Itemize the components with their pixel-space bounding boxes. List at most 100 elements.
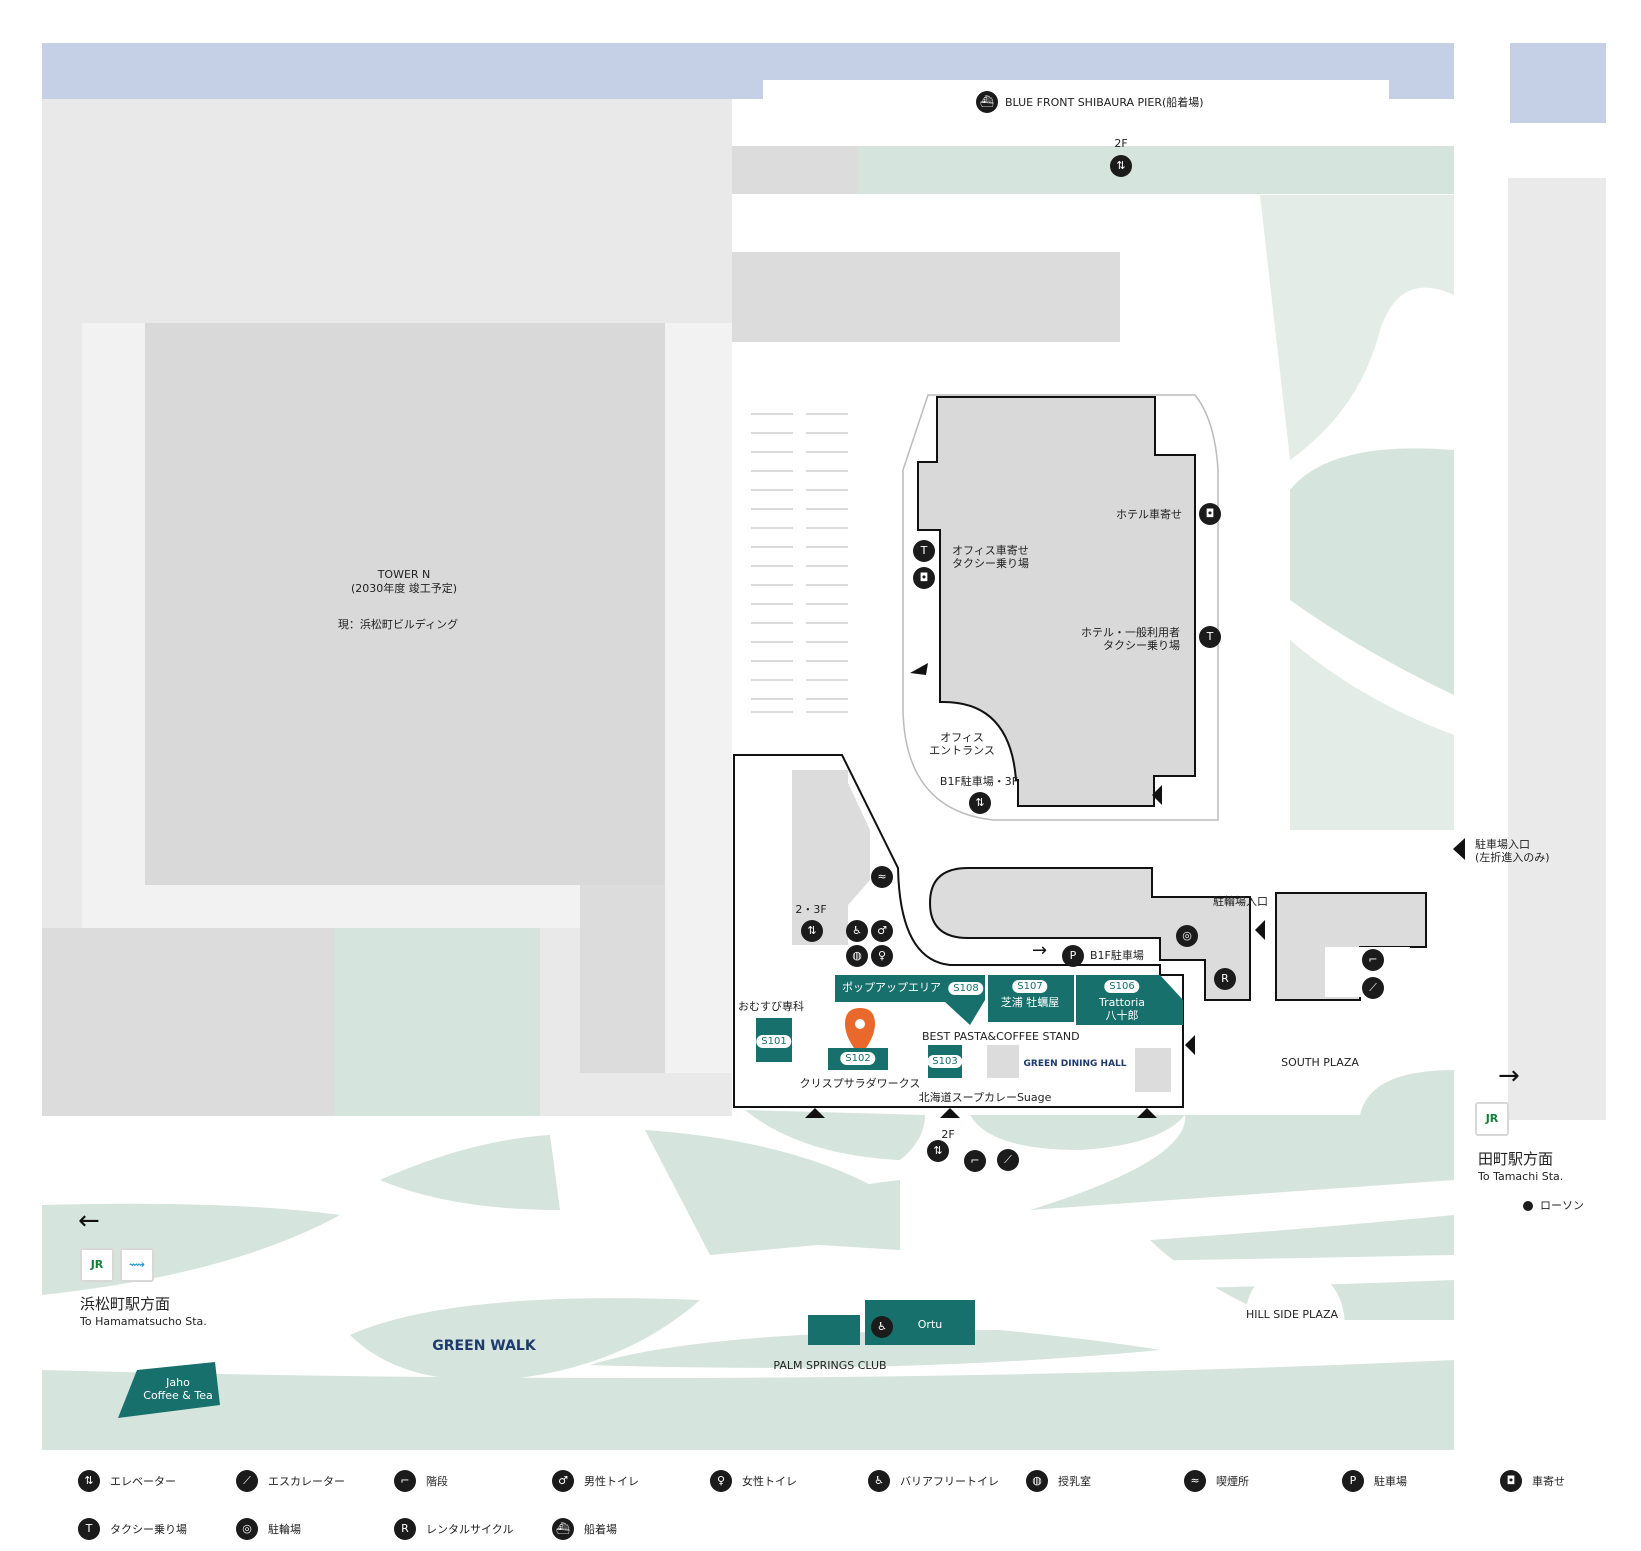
entrance-triangle <box>1185 1035 1195 1055</box>
bicycle-icon: ◎ <box>1176 925 1198 947</box>
jaho-label: Jaho <box>166 1376 190 1389</box>
accessible-toilet-icon: ♿ <box>871 1316 893 1338</box>
legend-item-male: ♂ 男性トイレ <box>552 1470 639 1492</box>
east-far-strip <box>1508 178 1606 1120</box>
female-toilet-icon: ♀ <box>710 1470 732 1492</box>
east-green-2 <box>1290 448 1454 695</box>
stairs-icon: ⌐ <box>964 1150 986 1172</box>
main-building <box>917 396 1196 807</box>
south-wedge <box>842 770 870 905</box>
boat-icon: ⛴ <box>976 91 998 113</box>
legend-label: 女性トイレ <box>742 1475 797 1488</box>
store-palm-springs <box>808 1315 860 1345</box>
walk-path-v2 <box>665 323 732 1073</box>
top-green-strip <box>858 146 1454 194</box>
legend-label: エレベーター <box>110 1475 176 1488</box>
walk-path-v <box>82 323 145 928</box>
car-icon: ◘ <box>1500 1470 1522 1492</box>
rental-cycle-icon: R <box>394 1518 416 1540</box>
male-toilet-icon: ♂ <box>552 1470 574 1492</box>
entrance-triangle <box>1453 838 1465 860</box>
office-entrance-label: オフィス <box>940 731 984 744</box>
s101-name: おむすび専科 <box>738 1000 804 1013</box>
accessible-toilet-icon: ♿ <box>846 920 868 942</box>
best-pasta-label: BEST PASTA&COFFEE STAND <box>922 1030 1080 1043</box>
tower-n-building <box>145 323 665 885</box>
office-entrance-label-2: エントランス <box>929 744 995 757</box>
escalator-icon: ⟋ <box>1362 977 1384 999</box>
elevator-icon: ⇅ <box>78 1470 100 1492</box>
legend-item-escalator: ⟋エスカレーター <box>236 1470 345 1492</box>
legend-label: バリアフリートイレ <box>900 1475 999 1488</box>
s106-label: S106 <box>1104 980 1140 993</box>
legend-item-smoking: ≈喫煙所 <box>1184 1470 1249 1492</box>
escalator-icon: ⟋ <box>236 1470 258 1492</box>
south-plaza-label: SOUTH PLAZA <box>1281 1056 1359 1069</box>
tower-n-current: 現：浜松町ビルディング <box>337 618 459 631</box>
taxi-icon: T <box>913 540 935 562</box>
floor-2f-top: 2F <box>1114 137 1128 150</box>
escalator-icon: ⟋ <box>997 1149 1019 1171</box>
top-gray-box <box>732 146 858 194</box>
green-walk-logo: GREEN WALK <box>432 1338 536 1354</box>
elevator-icon: ⇅ <box>1110 155 1132 177</box>
legend-label: 喫煙所 <box>1216 1475 1249 1488</box>
lawn-4 <box>42 1203 340 1295</box>
female-toilet-icon: ♀ <box>871 945 893 967</box>
palm-springs-label: PALM SPRINGS CLUB <box>773 1359 887 1372</box>
legend-item-car: ◘ 車寄せ <box>1500 1470 1565 1492</box>
location-pin <box>845 1008 875 1056</box>
rental-cycle-icon: R <box>1214 968 1236 990</box>
lawn-9 <box>42 1360 1454 1450</box>
right-strip-block <box>580 885 665 1073</box>
s108-label: S108 <box>948 982 984 995</box>
hill-side-plaza-shape <box>1244 1270 1345 1340</box>
s107-label: S107 <box>1012 980 1048 993</box>
legend-label: 男性トイレ <box>584 1475 639 1488</box>
floor-23f-label: 2・3F <box>795 903 827 916</box>
legend-item-rental: R レンタルサイクル <box>394 1518 513 1540</box>
legend-item-stairs: ⌐階段 <box>394 1470 448 1492</box>
elevator-icon: ⇅ <box>801 920 823 942</box>
south-complex-gray <box>792 770 848 945</box>
bike-entrance-label: 駐輪場入口 <box>1213 895 1268 908</box>
tower-n-green <box>335 928 540 1116</box>
legend-label: 車寄せ <box>1532 1475 1565 1488</box>
left-lower-block <box>42 928 335 1116</box>
gray-block-1 <box>987 1045 1019 1078</box>
b1f-parking-label: B1F駐車場 <box>1090 949 1144 962</box>
jr-badge-left: JR <box>80 1248 114 1282</box>
hotel-car-label: ホテル車寄せ <box>1116 508 1182 521</box>
hotel-taxi-label-2: タクシー乗り場 <box>1103 639 1180 652</box>
s103-name: 北海道スープカレーSuage <box>918 1091 1052 1104</box>
office-taxi-label: タクシー乗り場 <box>952 557 1029 570</box>
pier-label: BLUE FRONT SHIBAURA PIER(船着場) <box>1005 96 1204 109</box>
legend-label: レンタルサイクル <box>426 1523 514 1536</box>
s106-name-2: 八十郎 <box>1105 1009 1139 1022</box>
male-toilet-icon: ♂ <box>871 920 893 942</box>
stairs-icon: ⌐ <box>394 1470 416 1492</box>
east-road <box>1454 43 1510 1451</box>
popup-label: ポップアップエリア <box>842 981 941 994</box>
monorail-badge: ⟿ <box>120 1248 154 1282</box>
lawn-1 <box>745 1110 925 1160</box>
s101-label: S101 <box>756 1035 792 1048</box>
stairs-icon: ⌐ <box>1362 949 1384 971</box>
ortu-label: Ortu <box>917 1318 943 1331</box>
green-dining-logo: GREEN DINING HALL <box>1023 1059 1127 1069</box>
parking-stripes <box>751 413 848 713</box>
nursing-room-icon: ◍ <box>1026 1470 1048 1492</box>
jr-badge-right: JR <box>1475 1102 1509 1136</box>
legend-item-female: ♀ 女性トイレ <box>710 1470 797 1492</box>
tamachi-label: 田町駅方面 <box>1478 1150 1554 1168</box>
store-jaho <box>118 1362 220 1418</box>
tower-n-sub: (2030年度 竣工予定) <box>350 582 458 595</box>
s106-name: Trattoria <box>1098 996 1146 1009</box>
lawson-dot <box>1523 1201 1533 1211</box>
hill-side-plaza-label: HILL SIDE PLAZA <box>1245 1308 1339 1321</box>
gray-block-2 <box>1135 1048 1171 1092</box>
boat-icon: ⛴ <box>552 1518 574 1540</box>
b1f-3f-label: B1F駐車場・3F <box>939 775 1019 788</box>
